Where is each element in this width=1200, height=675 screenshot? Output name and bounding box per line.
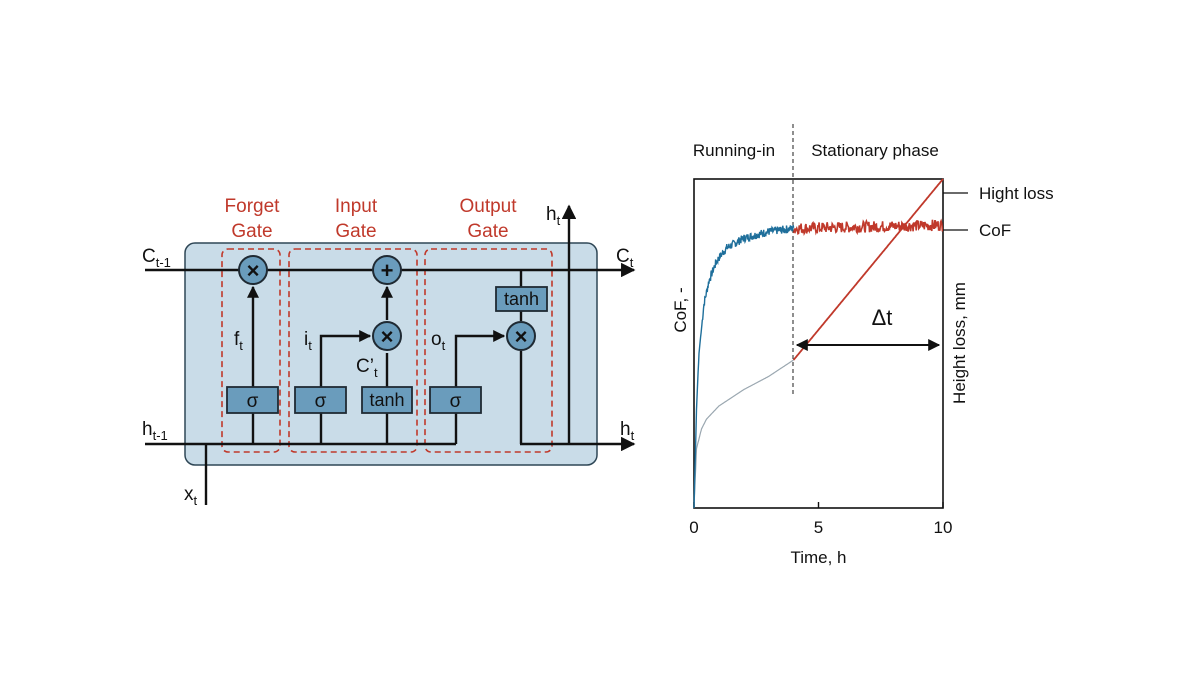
phase-label-stationary: Stationary phase (811, 141, 939, 160)
output-sigma-box: σ (429, 386, 482, 414)
svg-text:×: × (515, 324, 528, 349)
svg-text:σ: σ (450, 391, 462, 412)
hight-loss-series-label: Hight loss (979, 184, 1054, 203)
x-tick-label-0: 0 (689, 518, 698, 537)
chart: Running-in Stationary phase 0 5 10 Time,… (671, 124, 1054, 567)
output-gate-title-line1: Output (459, 196, 517, 217)
svg-text:+: + (381, 258, 394, 283)
output-multiply-op: × (506, 321, 536, 351)
input-sigma-wire-up (319, 330, 372, 387)
x-tick-label-10: 10 (934, 518, 953, 537)
input-tanh-box: tanh (361, 386, 413, 414)
input-sigma-box: σ (294, 386, 347, 414)
x-input-label: xt (184, 484, 198, 508)
h-prev-label: ht-1 (142, 419, 168, 443)
delta-t-label: Δt (872, 305, 893, 330)
output-sigma-wire-up (454, 330, 506, 387)
c-prev-label: Ct-1 (142, 246, 171, 270)
height-loss-stationary-line (792, 178, 944, 361)
x-tick-marks (693, 502, 944, 508)
output-gate-region (424, 248, 553, 453)
cof-running-in-line (693, 225, 795, 509)
forget-gate-title-line1: Forget (225, 196, 281, 217)
series-layer (693, 178, 944, 509)
phase-label-running-in: Running-in (693, 141, 775, 160)
h-next-label: ht (620, 419, 635, 443)
h-out-label: ht (546, 204, 561, 228)
o-label: ot (431, 329, 446, 353)
svg-text:σ: σ (315, 391, 327, 412)
lstm-cell-diagram: Forget Gate Input Gate Output Gate (142, 196, 636, 508)
forget-gate-title-line2: Gate (231, 221, 272, 242)
cof-series-label: CoF (979, 221, 1011, 240)
output-tanh-box: tanh (495, 286, 548, 312)
c-next-label: Ct (616, 246, 634, 270)
cell-background (184, 242, 598, 466)
input-add-op: + (372, 255, 402, 285)
svg-text:×: × (381, 324, 394, 349)
cof-stationary-line (792, 218, 944, 236)
y-axis-label-left: CoF, - (671, 287, 690, 332)
forget-sigma-box: σ (226, 386, 279, 414)
x-tick-label-5: 5 (814, 518, 823, 537)
svg-text:tanh: tanh (504, 289, 539, 309)
input-gate-title-line1: Input (335, 196, 378, 217)
svg-text:tanh: tanh (369, 390, 404, 410)
f-label: ft (234, 329, 243, 353)
i-label: it (304, 329, 312, 353)
y-axis-label-right: Height loss, mm (950, 282, 969, 404)
input-multiply-op: × (372, 321, 402, 351)
height-loss-running-in-line (693, 359, 794, 509)
output-gate-title-line2: Gate (467, 221, 508, 242)
forget-gate-region (221, 248, 281, 453)
forget-multiply-op: × (238, 255, 268, 285)
svg-text:σ: σ (247, 391, 259, 412)
svg-text:×: × (247, 258, 260, 283)
input-gate-title-line2: Gate (335, 221, 376, 242)
x-axis-label: Time, h (790, 548, 846, 567)
c-candidate-label: C’t (356, 356, 378, 380)
input-gate-region (288, 248, 418, 453)
